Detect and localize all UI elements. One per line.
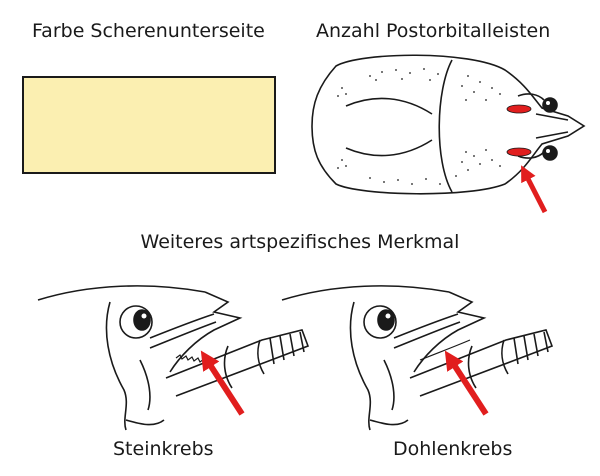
species-label-left: Steinkrebs (113, 438, 214, 460)
head-side-left-icon (37, 285, 310, 431)
claw-color-swatch (22, 76, 276, 174)
claw-color-label: Farbe Scherenunterseite (32, 20, 265, 42)
ridge-arrow-icon (521, 165, 548, 214)
postorbital-ridge-top (506, 104, 532, 114)
postorbital-ridge-bottom (506, 147, 532, 157)
postorbital-ridges-label: Anzahl Postorbitalleisten (316, 20, 551, 42)
feature-arrow-right-icon (444, 350, 489, 416)
feature-arrow-left-icon (200, 350, 245, 416)
species-label-right: Dohlenkrebs (393, 438, 513, 460)
carapace-icon (311, 54, 586, 195)
other-feature-label: Weiteres artspezifisches Merkmal (140, 231, 460, 253)
head-side-right-icon (281, 285, 554, 431)
